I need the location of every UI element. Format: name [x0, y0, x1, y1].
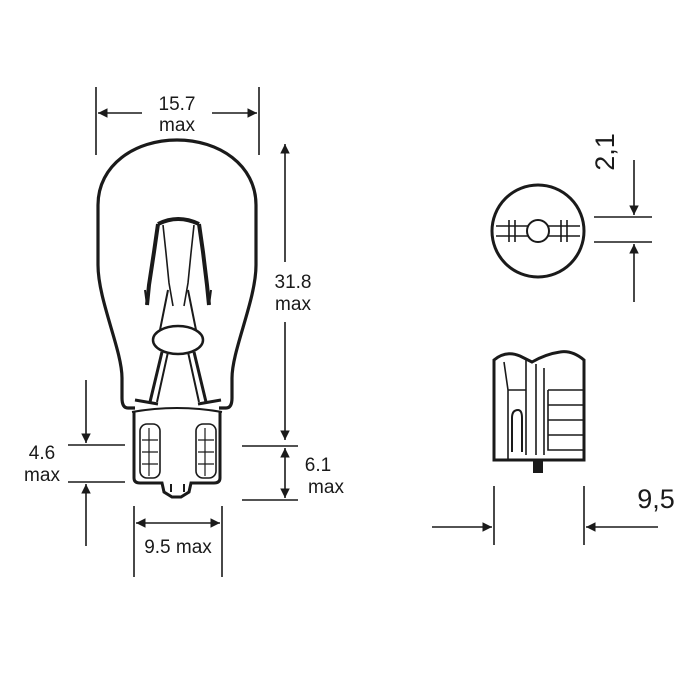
width-unit: max	[159, 115, 195, 136]
base-height-value: 6.1	[305, 455, 331, 476]
dimension-base-9-5: 9.5 max	[133, 506, 223, 577]
height-value: 31.8	[275, 272, 312, 293]
width-value: 15.7	[159, 94, 196, 115]
base-end-view: 2,1	[490, 133, 652, 302]
base-thickness-value: 4.6	[29, 443, 55, 464]
gap-label: 2,1	[590, 133, 620, 171]
dimension-width-15-7: 15.7 max	[95, 87, 260, 155]
glass-seal	[131, 407, 223, 413]
base-side-view: 9,5	[432, 350, 675, 545]
height-unit: max	[275, 294, 311, 315]
base-contact-left	[139, 423, 161, 479]
dimension-height-31-8: 31.8 max	[275, 144, 312, 440]
base-side-width-label: 9,5	[637, 484, 675, 514]
bulb-side-view	[96, 138, 258, 499]
dimension-base-4-6: 4.6 max	[24, 380, 125, 546]
dimension-base-6-1: 6.1 max	[242, 445, 344, 501]
base-contact-right	[195, 423, 217, 479]
glass-envelope	[96, 138, 258, 410]
base-thickness-unit: max	[24, 465, 60, 486]
glass-bead	[151, 324, 205, 356]
wedge-base	[132, 412, 222, 499]
base-width-label: 9.5 max	[144, 537, 212, 558]
filament-assembly	[134, 217, 222, 406]
base-height-unit: max	[308, 477, 344, 498]
